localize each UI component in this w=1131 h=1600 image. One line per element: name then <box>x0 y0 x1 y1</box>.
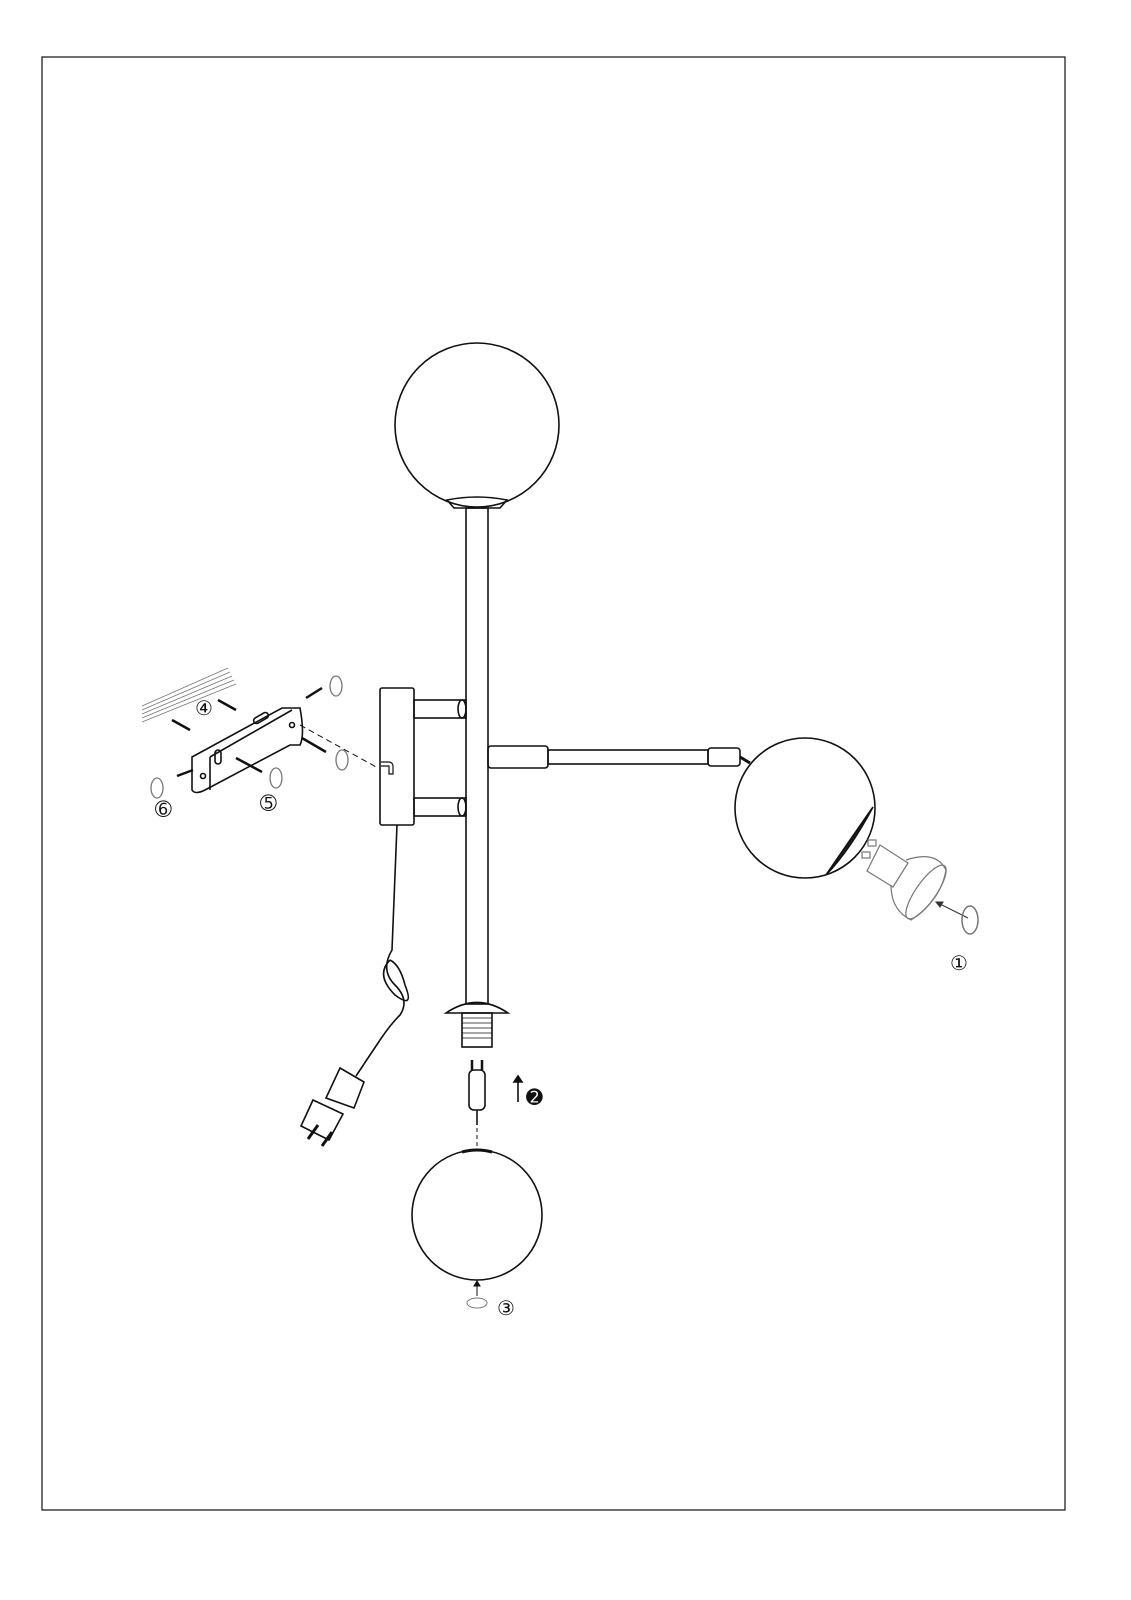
rotation-arrows <box>150 675 349 799</box>
g9-bulb <box>468 1060 486 1150</box>
top-globe <box>394 342 560 509</box>
page-frame <box>41 56 1066 1511</box>
step-label-1: ① <box>950 951 968 975</box>
step-label-4: ④ <box>195 696 213 720</box>
wall-plugs-screws <box>171 686 327 778</box>
step-label-2: ➋ <box>526 1085 543 1109</box>
wall-hatching <box>141 667 237 723</box>
main-stem <box>443 507 511 1048</box>
mounting-bracket <box>191 707 379 794</box>
wall-plate <box>379 687 467 826</box>
step2-arrow <box>512 1074 524 1102</box>
step-label-5: ➄ <box>260 791 277 815</box>
step-label-6: ➅ <box>155 797 172 821</box>
bottom-globe <box>411 1148 543 1281</box>
step-label-3: ③ <box>497 1296 515 1320</box>
step1-arrow <box>934 901 979 935</box>
right-globe <box>734 737 876 879</box>
power-cable-plug <box>299 824 410 1147</box>
side-arm <box>487 745 751 769</box>
step3-arrow <box>466 1280 488 1309</box>
gu10-bulb <box>861 839 947 921</box>
